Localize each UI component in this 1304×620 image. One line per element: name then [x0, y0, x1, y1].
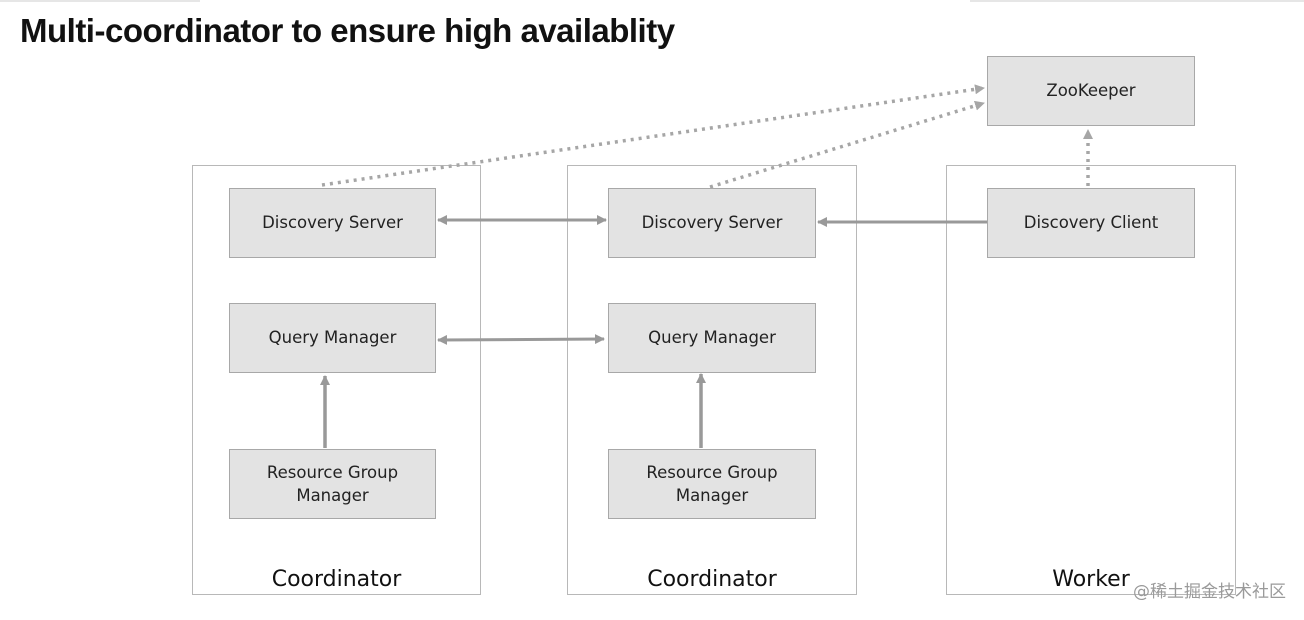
coordinator-1-query-manager-node: Query Manager — [229, 303, 436, 373]
coordinator-1-resource-group-manager-node: Resource Group Manager — [229, 449, 436, 519]
coordinator-2-resource-group-manager-node: Resource Group Manager — [608, 449, 816, 519]
top-rule-left — [0, 0, 200, 2]
coordinator-2-label: Coordinator — [647, 567, 777, 592]
edge-c1-query-c2-query — [437, 334, 605, 345]
coordinator-1-discovery-server-node: Discovery Server — [229, 188, 436, 258]
watermark-text: @稀土掘金技术社区 — [1133, 582, 1286, 602]
coordinator-2-query-manager-node: Query Manager — [608, 303, 816, 373]
worker-discovery-client-node: Discovery Client — [987, 188, 1195, 258]
coordinator-2-discovery-server-node: Discovery Server — [608, 188, 816, 258]
zookeeper-node: ZooKeeper — [987, 56, 1195, 126]
top-rule-right — [970, 0, 1304, 2]
coordinator-1-label: Coordinator — [271, 567, 402, 592]
diagram-title: Multi-coordinator to ensure high availab… — [20, 12, 675, 49]
worker-label: Worker — [1052, 567, 1130, 592]
